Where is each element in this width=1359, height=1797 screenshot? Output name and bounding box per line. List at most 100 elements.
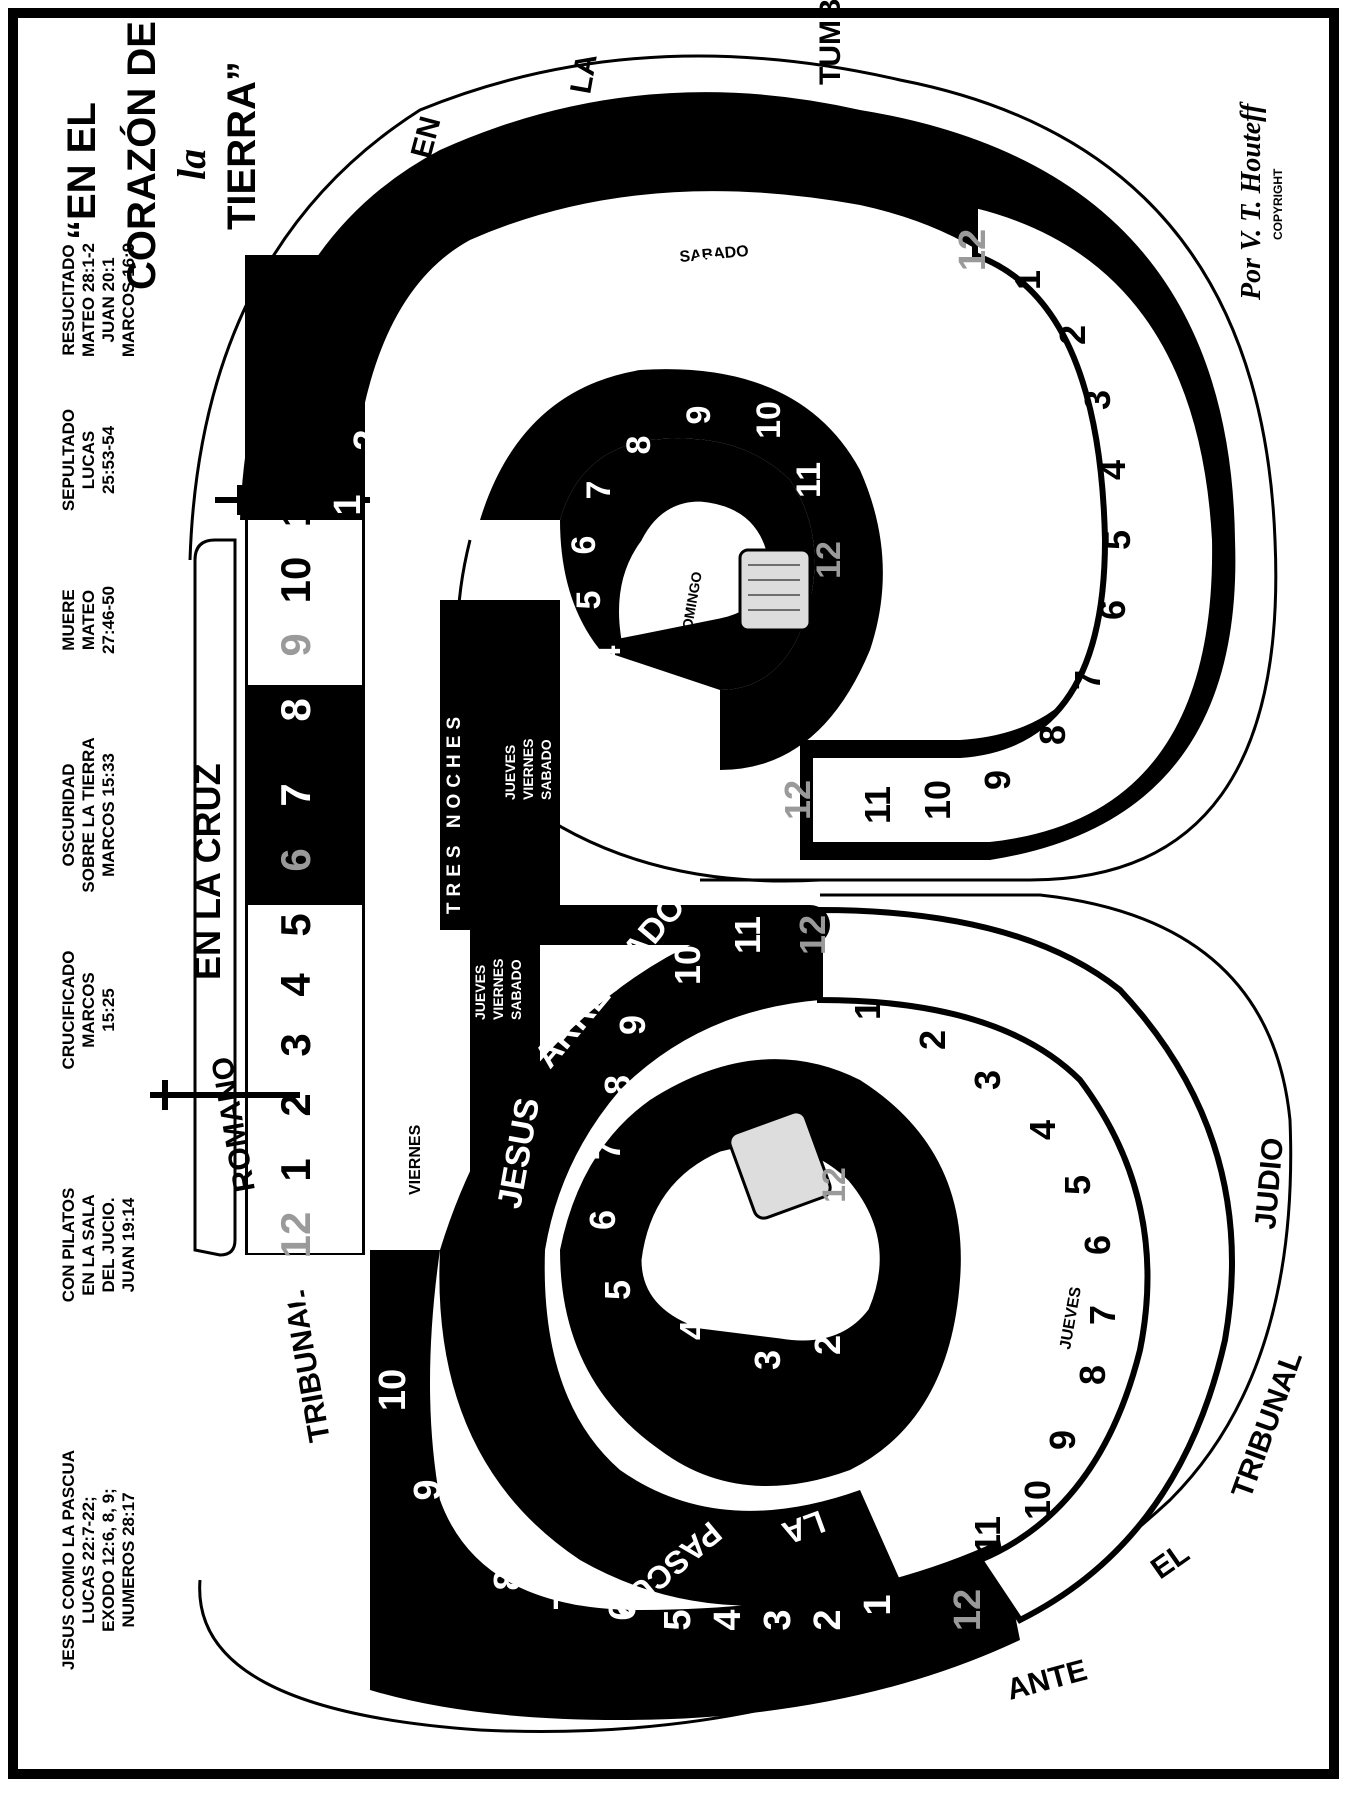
upper-tail-hour-9: 10 — [917, 780, 958, 820]
upper-tail-hour-5: 6 — [1092, 600, 1133, 620]
cruz-hour-1: 12 — [272, 1212, 319, 1259]
lower-tail-hour-4: 5 — [1057, 1175, 1098, 1195]
upper-inner-hour-1: 2 — [670, 751, 708, 770]
lower-inner-hour-10: 11 — [727, 916, 768, 954]
upper-spiral — [240, 92, 1235, 860]
lower-left-hour-3: 4 — [707, 1609, 749, 1630]
cruz-hour-2: 1 — [272, 1158, 319, 1181]
upper-tail-hour-6: 7 — [1067, 670, 1108, 690]
lower-core-hour-1: 1 — [821, 1246, 857, 1264]
upper-tail-hour-3: 4 — [1092, 460, 1133, 480]
note-2-line-2: 15:25 — [99, 988, 118, 1031]
note-3-line-0: OSCURIDAD — [59, 764, 78, 867]
lower-core-hour-2: 2 — [801, 1301, 837, 1319]
upper-inner-hour-10: 11 — [790, 462, 828, 498]
upper-tail-hour-4: 5 — [1097, 530, 1138, 550]
upper-hour-10: 11 — [882, 230, 924, 270]
upper-tail-hour-2: 3 — [1077, 390, 1118, 410]
lower-left-hour-2: 3 — [757, 1609, 799, 1630]
upper-hour-12: 12 — [952, 229, 994, 271]
lower-inner-hour-0: 1 — [842, 1270, 883, 1290]
lower-inner-hour-9: 10 — [667, 945, 708, 985]
author-byline: Por V. T. Houteff — [1236, 101, 1267, 301]
upper-inner-hour-7: 8 — [620, 436, 658, 455]
upper-tail-hour-0: 1 — [1007, 270, 1048, 290]
upper-hour-9: 10 — [827, 229, 869, 271]
upper-inner-hour-8: 9 — [680, 406, 718, 425]
lower-left-hour-7: 8 — [487, 1569, 529, 1590]
upper-tail-hour-10: 11 — [857, 786, 898, 824]
upper-inner-hour-4: 5 — [570, 591, 608, 610]
label-ante-2: ANTE — [1003, 1654, 1090, 1707]
upper-inner-hour-6: 7 — [580, 481, 618, 500]
legend-col2-item-2: SABADO — [538, 739, 554, 800]
note-2: CRUCIFICADOMARCOS15:25 — [59, 951, 118, 1070]
lower-tail-hour-3: 4 — [1022, 1120, 1063, 1140]
cruz-hour-10: 9 — [272, 633, 319, 656]
lower-left-hour-12: 12 — [947, 1589, 989, 1631]
title-line3: la — [169, 149, 214, 180]
lower-left-hour-9: 10 — [372, 1369, 414, 1411]
cruz-hour-6: 5 — [272, 913, 319, 936]
upper-tail-hour-1: 2 — [1052, 325, 1093, 345]
day-jueves: JUEVES — [1057, 1285, 1085, 1350]
lower-left-hour-0: 1 — [857, 1594, 899, 1615]
label-tribunal-2: TRIBUNAL — [1226, 1347, 1309, 1502]
tomb-stone-icon — [740, 550, 810, 630]
note-5-line-0: SEPULTADO — [59, 409, 78, 511]
note-2-line-1: MARCOS — [79, 972, 98, 1048]
upper-inner-hour-3: 4 — [590, 645, 628, 664]
cruz-hour-4: 3 — [272, 1033, 319, 1056]
lower-tail-hour-0: 1 — [847, 1000, 888, 1020]
upper-inner-hour-11: 12 — [810, 541, 848, 579]
title-line2: CORAZÓN DE — [118, 21, 164, 290]
note-1-line-0: CON PILATOS — [59, 1188, 78, 1303]
note-0: JESUS COMIO LA PASCUALUCAS 22:7-22;EXODO… — [59, 1450, 138, 1670]
cruz-hour-8: 7 — [272, 783, 319, 806]
lower-tail-hour-10: 11 — [967, 1516, 1008, 1554]
cruz-hour-3: 2 — [272, 1093, 319, 1116]
note-6-line-1: MATEO 28:1-2 — [79, 243, 98, 357]
legend-col1-item-0: JUEVES — [472, 965, 488, 1020]
note-0-line-2: EXODO 12:6, 8, 9; — [99, 1488, 118, 1632]
lower-tail-hour-2: 3 — [967, 1070, 1008, 1090]
author-block: Por V. T. Houteff COPYRIGHT — [1236, 101, 1285, 301]
lower-inner-hour-7: 8 — [597, 1075, 638, 1095]
lower-inner-hour-5: 6 — [582, 1210, 623, 1230]
lower-tail-hour-6: 7 — [1082, 1305, 1123, 1325]
lower-tail-hour-5: 6 — [1077, 1235, 1118, 1255]
note-6-line-2: JUAN 20:1 — [99, 257, 118, 342]
lower-inner-hour-3: 4 — [672, 1320, 713, 1340]
upper-inner-hour-9: 10 — [750, 401, 788, 439]
upper-hour-8: 9 — [757, 244, 799, 265]
legend-col2-item-0: JUEVES — [502, 745, 518, 800]
note-4-line-0: MUERE — [59, 589, 78, 650]
copyright-label: COPYRIGHT — [1271, 168, 1285, 240]
cruz-hour-9: 8 — [272, 698, 319, 721]
lower-left-hour-6: 7 — [547, 1589, 589, 1610]
cruz-hour-7: 6 — [272, 848, 319, 871]
upper-hour-4: 5 — [492, 289, 534, 310]
note-5-line-1: LUCAS — [79, 431, 98, 490]
cruz-hour-12: 11 — [272, 483, 319, 527]
label-judio: JUDIO — [1249, 1136, 1290, 1230]
lower-tail-hour-9: 10 — [1017, 1480, 1058, 1520]
upper-inner-hour-start: 12 — [777, 780, 818, 820]
upper-hour-1: 2 — [347, 429, 389, 450]
lower-inner-hour-8: 9 — [612, 1015, 653, 1035]
cruz-hour-5: 4 — [272, 973, 319, 997]
title-line1: “EN EL — [60, 102, 104, 240]
note-3-line-1: SOBRE LA TIERRA — [79, 737, 98, 892]
note-5: SEPULTADOLUCAS25:53-54 — [59, 409, 118, 511]
upper-inner-hour-2: 3 — [620, 706, 658, 725]
label-la-tumba-la: LA — [564, 51, 603, 96]
upper-tail-hour-7: 8 — [1032, 725, 1073, 745]
upper-hour-5: 6 — [547, 269, 589, 290]
legend-title: TRES DIAS Y TRES NOCHES — [444, 711, 465, 1110]
note-5-line-2: 25:53-54 — [99, 425, 118, 494]
lower-tail-hour-1: 2 — [912, 1030, 953, 1050]
lower-tail-hour-8: 9 — [1042, 1430, 1083, 1450]
title-line4: TIERRA” — [220, 61, 264, 230]
